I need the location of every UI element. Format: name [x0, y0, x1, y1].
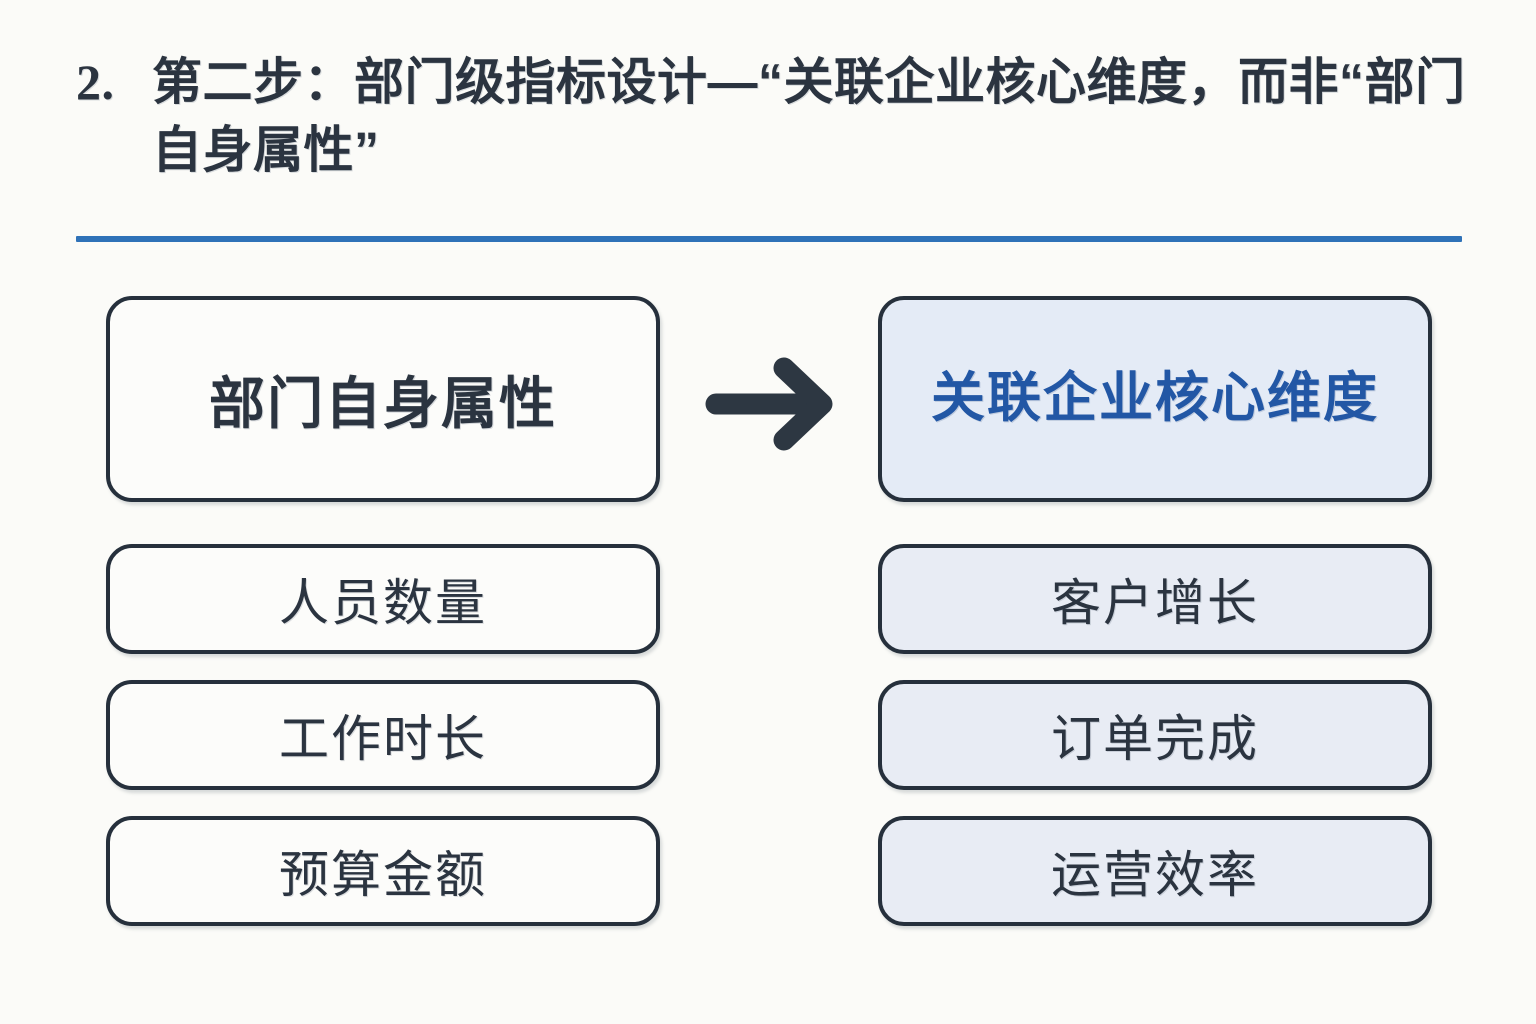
comparison-diagram: 部门自身属性 人员数量 工作时长 预算金额 关联企业核心维度 客户增长 订单完成: [0, 296, 1536, 936]
left-column-header-label: 部门自身属性: [209, 371, 557, 435]
right-item-1-label: 客户增长: [1051, 575, 1259, 631]
right-column-header[interactable]: 关联企业核心维度: [878, 296, 1432, 502]
title-label: 第二步：部门级指标设计—“关联企业核心维度，而非“部门自身属性”: [152, 54, 1466, 178]
title-divider: [76, 236, 1462, 242]
left-item-3-label: 预算金额: [279, 847, 487, 903]
left-column: 部门自身属性 人员数量 工作时长 预算金额: [106, 296, 660, 926]
left-item-2-label: 工作时长: [279, 711, 487, 767]
right-item-3[interactable]: 运营效率: [878, 816, 1432, 926]
title-text-wrapper: 2. 第二步：部门级指标设计—“关联企业核心维度，而非“部门自身属性”: [76, 48, 1466, 184]
left-item-3[interactable]: 预算金额: [106, 816, 660, 926]
title-number: 2.: [76, 54, 115, 110]
right-item-2[interactable]: 订单完成: [878, 680, 1432, 790]
right-item-1[interactable]: 客户增长: [878, 544, 1432, 654]
right-item-3-label: 运营效率: [1051, 847, 1259, 903]
left-item-1[interactable]: 人员数量: [106, 544, 660, 654]
right-item-2-label: 订单完成: [1051, 711, 1259, 767]
left-column-header[interactable]: 部门自身属性: [106, 296, 660, 502]
right-column-header-label: 关联企业核心维度: [931, 368, 1379, 429]
left-item-2[interactable]: 工作时长: [106, 680, 660, 790]
arrow-right-icon: [700, 352, 860, 456]
left-item-1-label: 人员数量: [279, 575, 487, 631]
right-column: 关联企业核心维度 客户增长 订单完成 运营效率: [878, 296, 1432, 926]
page-title: 2. 第二步：部门级指标设计—“关联企业核心维度，而非“部门自身属性”: [76, 48, 1466, 184]
